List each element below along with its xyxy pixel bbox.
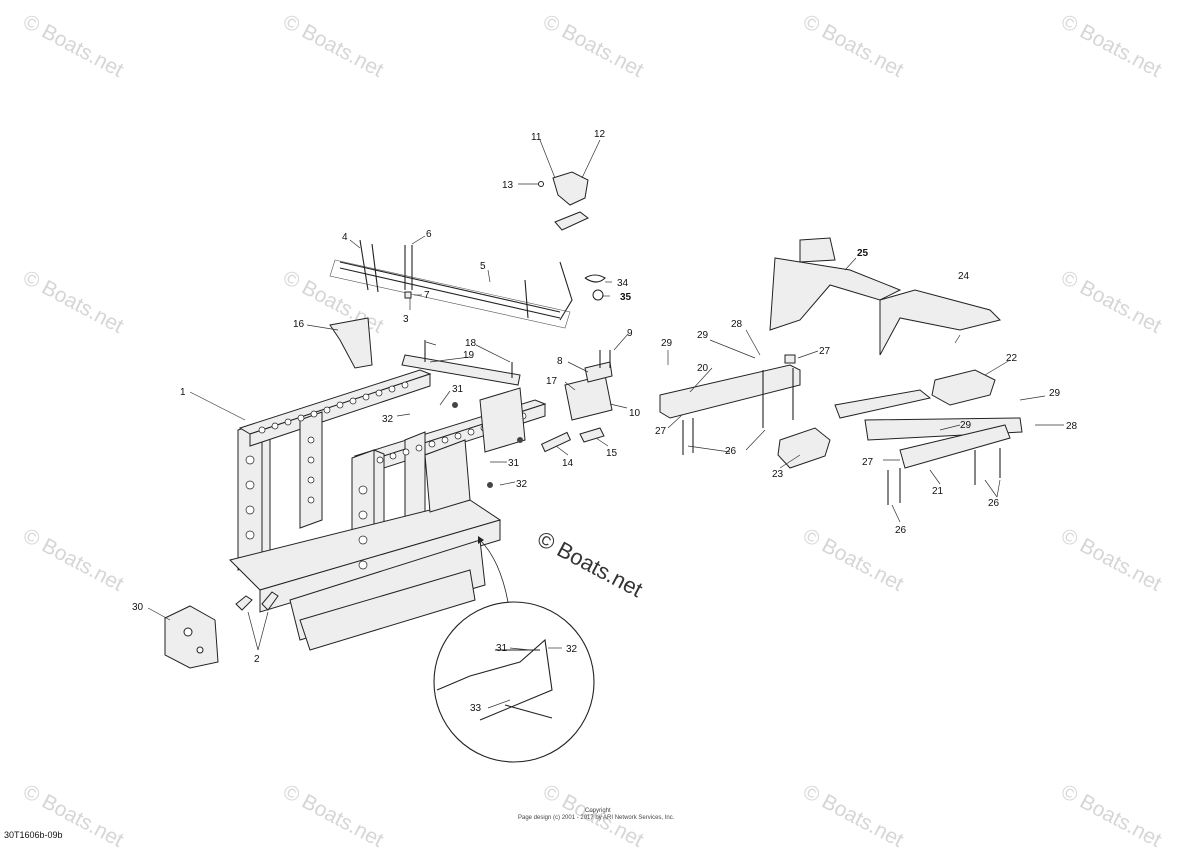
callout-27: 27 [655, 426, 667, 437]
diagram-code: 30T1606b-09b [4, 830, 63, 840]
callout-32: 32 [566, 644, 578, 655]
callout-18: 18 [465, 338, 477, 349]
callout-35: 35 [620, 292, 632, 303]
center-bracket-group [540, 350, 613, 453]
callout-17: 17 [546, 376, 558, 387]
callout-13: 13 [502, 180, 514, 191]
callout-26: 26 [895, 525, 907, 536]
callout-9: 9 [627, 328, 633, 339]
callout-34: 34 [617, 278, 629, 289]
callout-32: 32 [382, 414, 394, 425]
callout-27: 27 [862, 457, 874, 468]
callout-26: 26 [725, 446, 737, 457]
callout-12: 12 [594, 129, 606, 140]
callout-21: 21 [932, 486, 944, 497]
callout-2: 2 [254, 654, 260, 665]
callout-31: 31 [496, 643, 508, 654]
callout-27: 27 [819, 346, 831, 357]
callout-33: 33 [470, 703, 482, 714]
copyright-line-1: Copyright [585, 808, 611, 814]
callout-7: 7 [424, 290, 430, 301]
leader-lines [147, 139, 1064, 709]
callout-29: 29 [697, 330, 709, 341]
callout-31: 31 [508, 458, 520, 469]
part-30-bracket [164, 605, 219, 669]
callout-8: 8 [557, 356, 563, 367]
callout-28: 28 [731, 319, 743, 330]
callout-3: 3 [403, 314, 409, 325]
part-16-bracket [329, 317, 373, 369]
callout-23: 23 [772, 469, 784, 480]
part-2-links [235, 591, 279, 611]
callout-29: 29 [1049, 388, 1061, 399]
callout-30: 30 [132, 602, 144, 613]
callout-16: 16 [293, 319, 305, 330]
handle-assembly [538, 171, 589, 231]
blocks-22-23 [777, 369, 996, 469]
callout-26: 26 [988, 498, 1000, 509]
callout-4: 4 [342, 232, 348, 243]
callout-31: 31 [452, 384, 464, 395]
detail-inset [433, 536, 595, 763]
callout-32: 32 [516, 479, 528, 490]
callout-25: 25 [857, 248, 869, 259]
small-fasteners [404, 274, 606, 488]
right-rail-20 [659, 354, 801, 455]
shaft-assembly [329, 239, 573, 329]
callout-29: 29 [960, 420, 972, 431]
callout-28: 28 [1066, 421, 1078, 432]
frame-assembly [229, 369, 547, 651]
callout-10: 10 [629, 408, 641, 419]
callout-24: 24 [958, 271, 970, 282]
callout-5: 5 [480, 261, 486, 272]
rear-brackets-24-25 [769, 237, 1001, 356]
callout-15: 15 [606, 448, 618, 459]
callout-labels: 1 2 3 4 5 6 7 8 9 10 11 12 13 14 15 16 1… [132, 129, 1078, 714]
callout-6: 6 [426, 229, 432, 240]
callout-22: 22 [1006, 353, 1018, 364]
callout-11: 11 [531, 132, 542, 143]
right-rail-21 [834, 389, 1023, 505]
callout-19: 19 [463, 350, 475, 361]
callout-20: 20 [697, 363, 709, 374]
copyright-line-2: Page design (c) 2001 - 2017 by ARI Netwo… [518, 815, 675, 821]
part-19-bar [401, 340, 521, 386]
callout-29: 29 [661, 338, 673, 349]
callout-1: 1 [180, 387, 186, 398]
callout-14: 14 [562, 458, 574, 469]
